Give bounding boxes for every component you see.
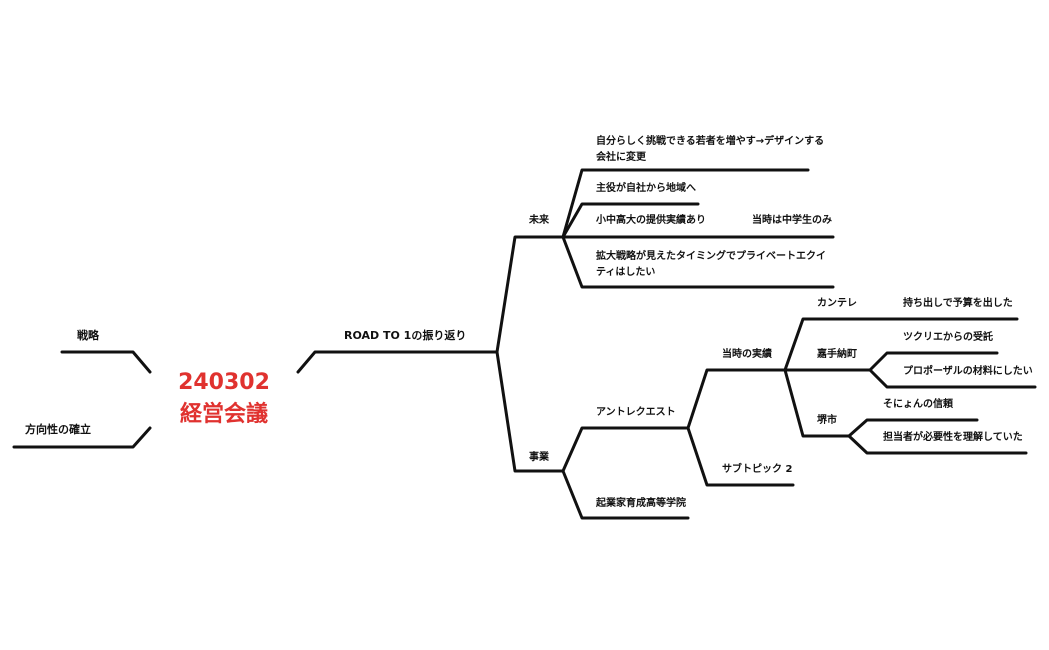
achievement-kadena[interactable]: 嘉手納町 [817,349,857,360]
connector-achievements [686,368,787,430]
connector-school [561,469,690,520]
connector-kadena-2 [868,368,1037,389]
kadena-note-2[interactable]: プロポーザルの材料にしたい [903,366,1033,377]
connector-future-4 [561,235,835,289]
connector-sakai-1 [847,418,979,438]
business-entrequest[interactable]: アントレクエスト [596,407,676,418]
connector-kantele [783,317,1019,372]
connector-direction [12,426,152,449]
connector-future [495,235,565,354]
topic-road-to-1[interactable]: ROAD TO 1の振り返り [344,329,467,342]
connector-strategy [60,350,152,374]
connector-future-2 [561,202,700,239]
central-topic-date: 240302 [178,370,270,395]
kadena-note-1[interactable]: ツクリエからの受託 [903,332,993,343]
achievement-sakai[interactable]: 堺市 [817,415,837,426]
connector-subtopic [686,426,795,487]
connector-sakai [783,368,851,438]
topic-direction[interactable]: 方向性の確立 [25,423,91,436]
topic-business[interactable]: 事業 [529,452,549,463]
central-topic[interactable]: 240302 経営会議 [160,367,288,431]
entrequest-achievements[interactable]: 当時の実績 [722,349,772,360]
connector-road [296,350,499,374]
connector-future-1 [561,168,810,239]
central-topic-title: 経営会議 [179,402,268,427]
topic-strategy[interactable]: 戦略 [77,329,99,342]
future-item-region[interactable]: 主役が自社から地域へ [596,183,696,194]
sakai-note-1[interactable]: そにょんの信頼 [883,399,953,410]
future-item-private-equity[interactable]: 拡大戦略が見えたタイミングでプライベートエクイティはしたい [596,251,826,278]
future-item-design[interactable]: 自分らしく挑戦できる若者を増やす→デザインする会社に変更 [596,136,825,163]
entrequest-subtopic[interactable]: サブトピック 2 [722,464,793,475]
connector-entrequest [561,426,690,473]
topic-future[interactable]: 未来 [529,215,549,226]
kantele-note[interactable]: 持ち出しで予算を出した [903,298,1013,309]
future-item-track-record[interactable]: 小中高大の提供実績あり [596,215,706,226]
sakai-note-2[interactable]: 担当者が必要性を理解していた [883,432,1023,443]
connector-kadena-1 [868,351,999,372]
business-school[interactable]: 起業家育成高等学院 [596,498,686,509]
connector-sakai-2 [847,434,1028,455]
achievement-kantele[interactable]: カンテレ [817,298,857,309]
future-item-note[interactable]: 当時は中学生のみ [752,215,832,226]
connector-business [495,350,565,473]
